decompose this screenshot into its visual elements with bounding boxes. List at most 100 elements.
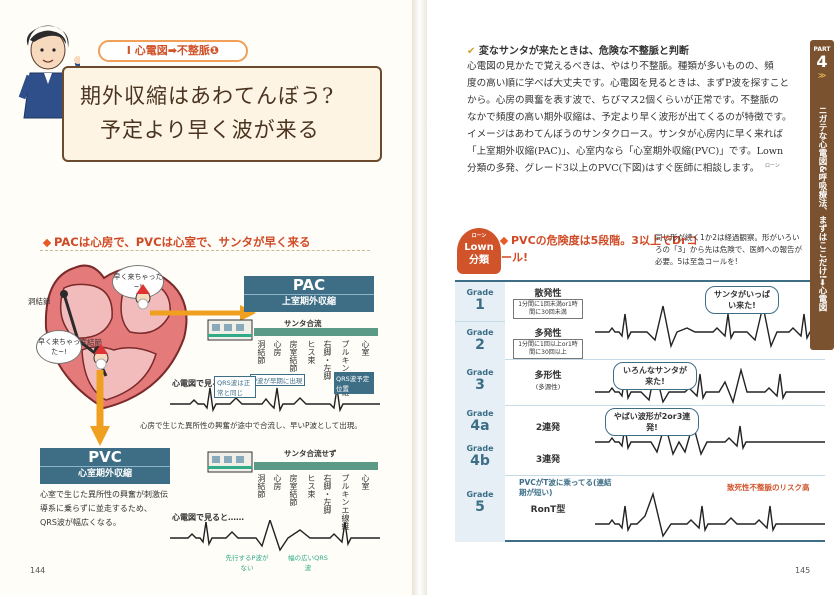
pac-caption: 心房で生じた異所性の興奮が途中で合流し、早いP波として出現。 (140, 421, 362, 430)
pac-ecg-trace (170, 387, 380, 413)
grade-name-1: 散発性 1分間に1回未満or1時間に30回未満 (513, 286, 583, 319)
pvc-ecg-label: 心電図で見ると…… (172, 513, 244, 522)
ecg-trace-grade-1-2 (595, 305, 825, 349)
station-label: 心房 (273, 474, 282, 490)
section-tag: Ⅰ 心電図➡不整脈❶ (98, 40, 248, 62)
station-label: 心房 (273, 340, 282, 356)
body-line: イメージはあわてんぼうのサンタクロース。サンタが心房内に早く来れば (467, 129, 783, 140)
body-line: から。心房の興奮を表す波で、ちびマス2個くらいが正常です。不整脈の (467, 95, 779, 106)
bullet-diamond-icon (499, 236, 509, 246)
speech-bubble-lower: 早く来ちゃった~! (36, 330, 82, 364)
page-number-right: 145 (795, 566, 811, 575)
station-label: 右脚・左脚 (323, 340, 332, 380)
grade-name-4b: 3連発 (535, 455, 561, 465)
title-box (62, 66, 382, 162)
grade-name-2: 多発性 1分間に1回以上or1時間に30回以上 (513, 326, 583, 359)
body-line: 分類の多発、グレード3以上のPVC(下図)はすぐ医師に相談します。 (467, 163, 760, 174)
santa-icon (93, 344, 109, 370)
lown-badge-ruby: ローン (471, 233, 487, 239)
flow-arrows (90, 305, 256, 446)
pvc-rail (254, 462, 378, 470)
section-heading: PACは心房で、PVCは心室で、サンタが早く来る (42, 234, 311, 256)
station-label: プルキンエ線維 (341, 340, 350, 396)
body-line: 「上室期外収縮(PAC)」、心室内なら「心室期外収縮(PVC)」です。Lown (467, 146, 784, 157)
station-label: 房室結節 (289, 340, 298, 372)
grade-name-5: RonT型 (530, 505, 566, 515)
pvc-train-note: サンタ合流せず (284, 449, 337, 458)
station-label: 洞結節 (257, 474, 266, 498)
lown-badge: ローン Lown分類 (457, 228, 501, 274)
left-page: Ⅰ 心電図➡不整脈❶ 期外収縮はあわてんぼう? 予定より早く波が来る PACは心… (0, 0, 412, 595)
pvc-note-p: 先行するP波がない (225, 554, 269, 572)
pac-stations: 洞結節 心房 房室結節 ヒス束 右脚・左脚 プルキンエ線維 心室 (256, 340, 376, 400)
station-label: 洞結節 (257, 340, 266, 364)
pac-train-note: サンタ合流 (284, 319, 322, 328)
side-tab: PART 4 ≫ ニガテな心電図&呼吸療法、まずはここだけ!➡心電図 (810, 40, 834, 350)
pac-ecg-label: 心電図で見ると…… (172, 379, 244, 388)
body-line: 度の高い順に学べば大丈夫です。心電図を見るときは、まずP波を探すこと (467, 78, 790, 89)
station-label: ヒス束 (307, 340, 316, 364)
chevron-down-icon: ≫ (817, 71, 827, 80)
lown-badge-text: Lown分類 (464, 242, 494, 266)
callout-grade-5b: 致死性不整脈のリスク高 (727, 483, 810, 492)
pvc-subtitle: 心室期外収縮 (40, 466, 170, 481)
speech-bubble-upper: 早く来ちゃった~! (112, 265, 164, 299)
pac-label: PAC 上室期外収縮 (244, 276, 374, 312)
av-node-label: 房室結節 (72, 338, 102, 347)
pvc-ecg-trace (170, 520, 380, 552)
pac-subtitle: 上室期外収縮 (244, 294, 374, 309)
callout-grade-4: やばい波形が2or3連発! (605, 408, 699, 436)
right-page: ✔ 変なサンタが来たときは、危険な不整脈と判断 心電図の見かたで覚えるべきは、や… (427, 0, 839, 595)
grade-name-3: 多形性 (多源性) (534, 371, 562, 391)
station-label: ヒス束 (307, 474, 316, 498)
callout-grade-3: いろんなサンタが来た! (613, 362, 697, 390)
ruby-lown: ローン (765, 163, 780, 169)
train-icon (207, 319, 253, 341)
pvc-stations: 洞結節 心房 房室結節 ヒス束 右脚・左脚 プルキンエ線維 心室 (256, 474, 376, 534)
body-line: なかで頻度の高い期外収縮は、予定より早く波形が出てくるのが特徴です。 (467, 112, 792, 123)
pvc-description: 心室で生じた異所性の興奮が刺激伝導系に乗らずに並走するため、QRS波が幅広くなる… (40, 490, 168, 527)
station-label: 心室 (361, 340, 370, 356)
pac-note-qrs-same: QRS波は正常と同じ (214, 376, 256, 398)
intro-heading: ✔ 変なサンタが来たときは、危険な不整脈と判断 (467, 46, 689, 57)
sinus-node-label: 洞結節 (28, 297, 51, 306)
bullet-diamond-icon (42, 238, 52, 248)
pac-note-qrs-sched: QRS波予定位置 (334, 372, 374, 394)
title-line-1: 期外収縮はあわてんぼう? (80, 84, 335, 108)
body-text: 心電図の見かたで覚えるべきは、やはり不整脈。種類が多いものの、頻 度の高い順に学… (467, 58, 807, 177)
station-label: 右脚・左脚 (323, 474, 332, 514)
callout-grade-1-2: サンタがいっぱい来た! (705, 286, 779, 314)
section-heading: PVCの危険度は5段階。3以上でDrコール! (499, 234, 698, 264)
pac-title: PAC (292, 276, 326, 294)
grade-name-4a: 2連発 (535, 423, 561, 433)
page-gutter (412, 0, 427, 595)
train-icon (207, 451, 253, 473)
callout-grade-5a: PVCがT波に乗ってる(連結期が短い) (519, 478, 612, 497)
page-number-left: 144 (30, 566, 46, 575)
side-tab-part-number: 4 (816, 52, 828, 71)
check-icon: ✔ (467, 46, 476, 57)
side-tab-part-label: PART (813, 46, 831, 53)
pac-rail (254, 328, 378, 336)
santa-icon (135, 284, 151, 310)
heading-divider (40, 250, 370, 251)
title-line-2: 予定より早く波が来る (100, 118, 320, 142)
station-label: プルキンエ線維 (341, 474, 350, 530)
station-label: 房室結節 (289, 474, 298, 506)
station-label: 心室 (361, 474, 370, 490)
body-line: 心電図の見かたで覚えるべきは、やはり不整脈。種類が多いものの、頻 (467, 61, 774, 72)
ecg-trace-grade-5 (595, 491, 825, 538)
pvc-label: PVC 心室期外収縮 (40, 448, 170, 484)
side-tab-text: ニガテな心電図&呼吸療法、まずはここだけ!➡心電図 (817, 106, 827, 312)
pvc-title: PVC (88, 448, 122, 466)
